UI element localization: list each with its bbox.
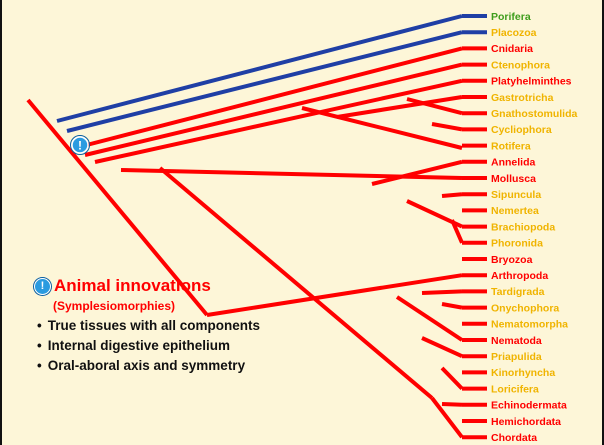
branch-loricifera bbox=[440, 366, 464, 390]
branch-phoronida bbox=[450, 219, 464, 244]
info-exclamation-icon: ! bbox=[34, 277, 51, 295]
taxon-label: Bryozoa bbox=[491, 254, 533, 266]
branch-onychophora bbox=[441, 302, 463, 310]
taxon-label: Cnidaria bbox=[491, 43, 533, 55]
branch-annelida bbox=[371, 159, 463, 186]
innovations-legend: ! Animal innovations (Symplesiomorphies)… bbox=[34, 276, 334, 376]
legend-subtitle: (Symplesiomorphies) bbox=[53, 299, 176, 313]
taxon-label: Nemertea bbox=[491, 205, 539, 217]
branch-panarthropoda bbox=[421, 289, 463, 295]
branch-bilateria-lower bbox=[158, 166, 434, 400]
taxon-label: Loricifera bbox=[491, 383, 539, 395]
legend-title-row: ! Animal innovations bbox=[34, 276, 334, 296]
branch-echinodermata bbox=[441, 402, 463, 407]
taxon-label: Gastrotricha bbox=[491, 92, 554, 104]
branch-gnathostomulida bbox=[406, 97, 463, 116]
taxon-label: Placozoa bbox=[491, 27, 537, 39]
taxon-label: Mollusca bbox=[491, 173, 536, 185]
taxon-label: Chordata bbox=[491, 432, 537, 444]
branch-scalidophora bbox=[421, 336, 463, 359]
info-exclamation-icon: ! bbox=[70, 135, 90, 155]
branch-placozoa bbox=[66, 30, 463, 133]
branch-porifera bbox=[56, 14, 463, 123]
branch-sipuncula bbox=[441, 192, 463, 198]
taxon-label: Annelida bbox=[491, 157, 535, 169]
taxon-label: Platyhelminthes bbox=[491, 76, 572, 88]
taxon-label: Sipuncula bbox=[491, 189, 541, 201]
taxon-label: Porifera bbox=[491, 11, 531, 23]
backbone bbox=[26, 98, 209, 317]
badge-exclamation-text: ! bbox=[78, 139, 82, 153]
legend-item: Internal digestive epithelium bbox=[37, 336, 334, 356]
tree-branches bbox=[26, 14, 487, 440]
legend-item: Oral-aboral axis and symmetry bbox=[37, 356, 334, 376]
taxon-label: Kinorhyncha bbox=[491, 367, 555, 379]
taxon-label: Echinodermata bbox=[491, 400, 567, 412]
branch-ctenophora bbox=[84, 62, 463, 157]
taxon-label: Rotifera bbox=[491, 140, 531, 152]
branch-spiralia bbox=[94, 78, 463, 164]
branch-gastrotricha bbox=[336, 95, 463, 119]
branch-cycloneuralia bbox=[395, 295, 464, 342]
branch-platyzoa-stem bbox=[301, 106, 463, 150]
taxon-label: Hemichordata bbox=[491, 416, 561, 428]
branch-ecdysozoa bbox=[206, 273, 463, 317]
legend-title: Animal innovations bbox=[54, 276, 211, 295]
branch-deuterostomia bbox=[430, 396, 464, 439]
taxon-label: Gnathostomulida bbox=[491, 108, 577, 120]
branch-cnidaria bbox=[74, 46, 463, 150]
taxon-label: Onychophora bbox=[491, 302, 559, 314]
taxon-label: Arthropoda bbox=[491, 270, 548, 282]
taxon-label: Tardigrada bbox=[491, 286, 545, 298]
taxon-label: Nematoda bbox=[491, 335, 542, 347]
taxon-label: Nematomorpha bbox=[491, 319, 568, 331]
branch-cycliophora bbox=[431, 122, 463, 132]
legend-item: True tissues with all components bbox=[37, 316, 334, 336]
taxon-label: Ctenophora bbox=[491, 59, 550, 71]
taxon-labels: PoriferaPlacozoaCnidariaCtenophoraPlatyh… bbox=[491, 11, 577, 444]
taxon-label: Brachiopoda bbox=[491, 221, 555, 233]
legend-list: True tissues with all components Interna… bbox=[34, 316, 334, 376]
taxon-label: Phoronida bbox=[491, 238, 543, 250]
taxon-label: Priapulida bbox=[491, 351, 542, 363]
taxon-label: Cycliophora bbox=[491, 124, 552, 136]
